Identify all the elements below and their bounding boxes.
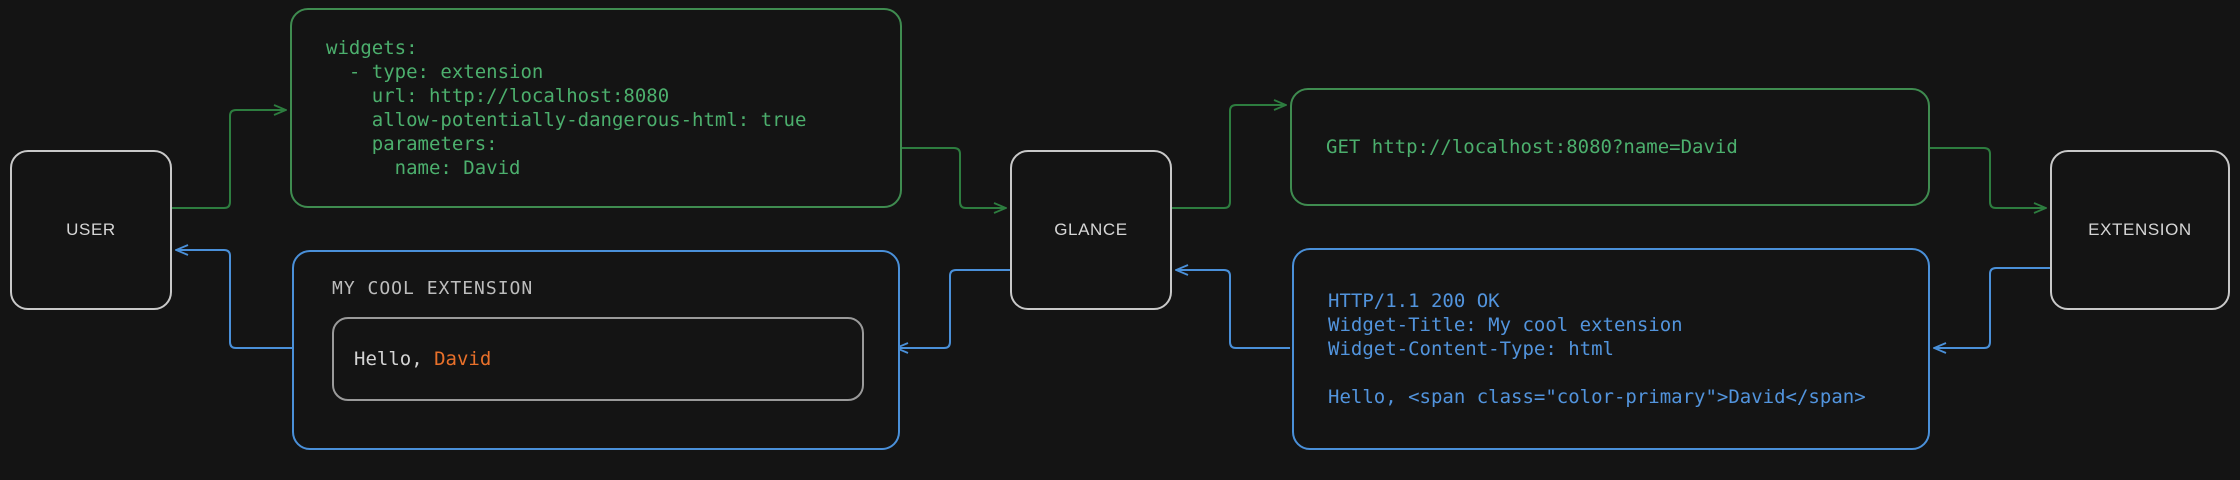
rendered-widget-box: MY COOL EXTENSION Hello, David (292, 250, 900, 450)
node-glance-label: GLANCE (1054, 220, 1128, 239)
node-extension[interactable]: EXTENSION (2050, 150, 2230, 310)
edge-user-to-config (172, 110, 286, 209)
rendered-widget-greeting: Hello, (354, 348, 435, 370)
edge-request-to-extension (1930, 147, 2046, 208)
rendered-widget-card: Hello, David (332, 317, 864, 401)
http-response-box: HTTP/1.1 200 OK Widget-Title: My cool ex… (1292, 248, 1930, 450)
edge-widget-to-user (176, 250, 292, 349)
rendered-widget-title: MY COOL EXTENSION (332, 278, 534, 299)
http-request-box: GET http://localhost:8080?name=David (1290, 88, 1930, 206)
edge-extension-to-response (1934, 267, 2050, 348)
rendered-widget-body: Hello, David (354, 348, 491, 370)
edge-response-to-glance (1176, 270, 1290, 349)
node-user-label: USER (66, 220, 116, 239)
node-glance[interactable]: GLANCE (1010, 150, 1172, 310)
http-response-code: HTTP/1.1 200 OK Widget-Title: My cool ex… (1328, 290, 1866, 408)
edge-glance-to-widget (896, 269, 1010, 348)
rendered-widget-name: David (434, 348, 492, 370)
config-yaml-code: widgets: - type: extension url: http://l… (326, 37, 807, 179)
node-extension-label: EXTENSION (2088, 220, 2192, 239)
edge-config-to-glance (902, 147, 1006, 208)
edge-glance-to-request (1172, 105, 1286, 209)
config-yaml-box: widgets: - type: extension url: http://l… (290, 8, 902, 208)
http-request-code: GET http://localhost:8080?name=David (1326, 136, 1738, 158)
node-user[interactable]: USER (10, 150, 172, 310)
